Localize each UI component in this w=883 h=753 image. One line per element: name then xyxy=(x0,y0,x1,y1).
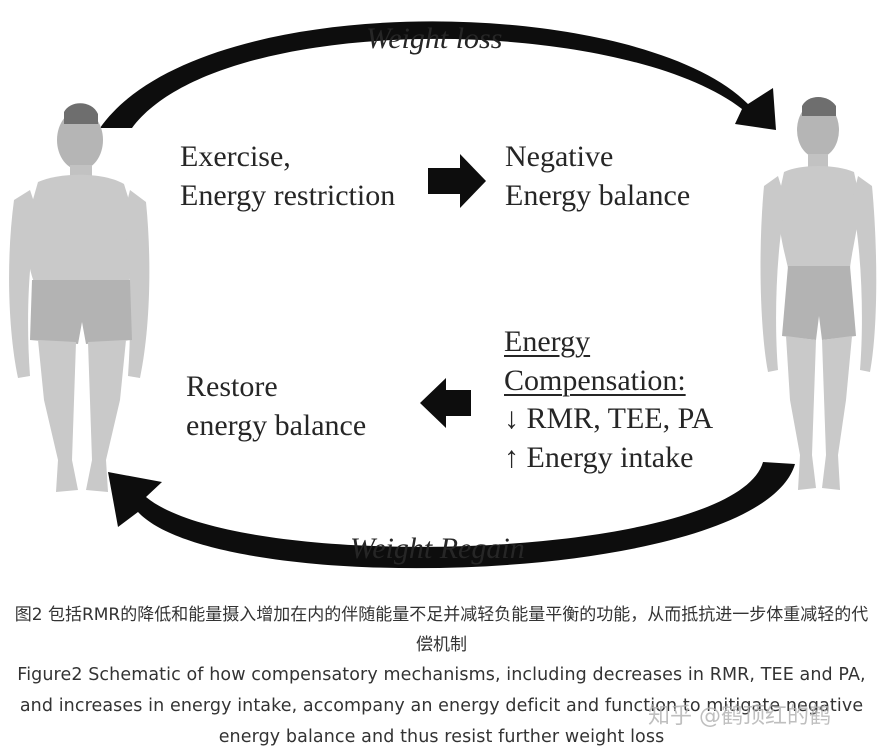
effect-line1: Negative xyxy=(505,140,614,173)
effect-line2: Energy balance xyxy=(505,179,691,212)
caption-chinese: 图2 包括RMR的降低和能量摄入增加在内的伴随能量不足并减轻负能量平衡的功能，从… xyxy=(14,605,869,655)
compensation-line3: ↓ RMR, TEE, PA xyxy=(504,402,714,435)
person-after-icon xyxy=(760,97,877,490)
figure-caption: 图2 包括RMR的降低和能量摄入增加在内的伴随能量不足并减轻负能量平衡的功能，从… xyxy=(0,600,883,753)
curved-arrow-top-icon xyxy=(100,21,776,130)
cause-line1: Exercise, xyxy=(180,140,291,173)
compensation-line1: Energy xyxy=(504,325,591,358)
restore-line2: energy balance xyxy=(186,409,367,442)
watermark: 知乎 @鹤顶红的鹤 xyxy=(648,704,831,729)
arrow-right-icon xyxy=(428,154,486,208)
restore-line1: Restore xyxy=(186,370,278,403)
weight-loss-label: Weight loss xyxy=(366,22,503,55)
diagram-graphics xyxy=(9,21,877,569)
cause-line2: Energy restriction xyxy=(180,179,396,212)
compensation-line4: ↑ Energy intake xyxy=(504,441,694,474)
compensation-line2: Compensation: xyxy=(504,364,686,397)
caption-english: Figure2 Schematic of how compensatory me… xyxy=(17,665,866,747)
person-before-icon xyxy=(9,103,150,492)
curved-arrow-bottom-icon xyxy=(108,462,795,569)
weight-regain-diagram: Weight loss Weight Regain Exercise, Ener… xyxy=(9,21,877,569)
weight-regain-label: Weight Regain xyxy=(350,532,525,565)
arrow-left-icon xyxy=(420,378,471,428)
